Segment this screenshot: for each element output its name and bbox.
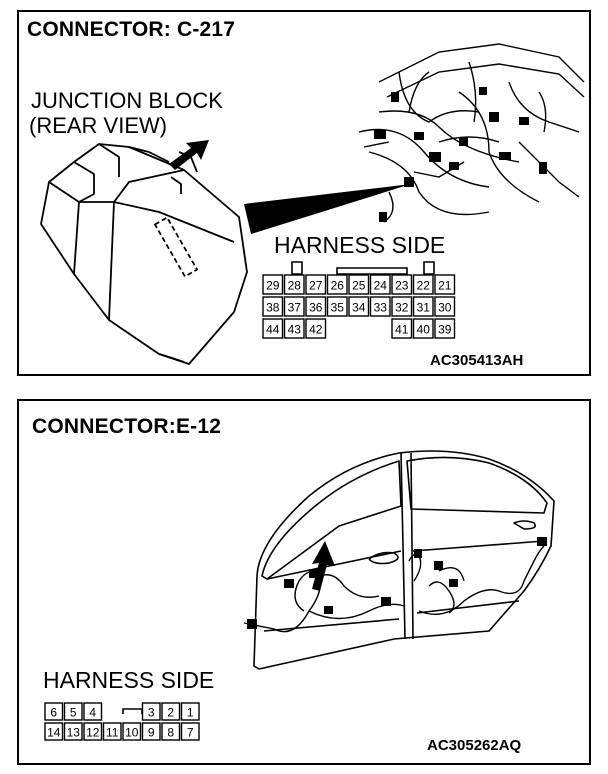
c217-pin-cell-28: [283, 274, 305, 295]
c217-pin-22: 22: [417, 279, 431, 293]
junction-block-drawing: 29 28 27 26 25 24 23 22 21 38 37 36 35 34 33 32 31 30 44 43…: [40, 43, 585, 365]
harness-side-label-e12: HARNESS SIDE: [43, 667, 215, 693]
c217-pin-cell-44: [262, 318, 284, 339]
e12-pin-cell-6: [44, 702, 64, 721]
c217-pin-35: 35: [331, 301, 345, 315]
door-wiring-illustration: [243, 545, 545, 633]
c217-pin-cell-38: [262, 296, 284, 317]
e12-pin-10: 10: [125, 726, 139, 740]
c217-pin-36: 36: [309, 301, 323, 315]
connector-e12-panel: CONNECTOR:E-12 HARNESS SIDE AC305262AQ: [17, 399, 591, 765]
figure-code-e12: AC305262AQ: [427, 737, 522, 754]
c217-pin-cell-41: [391, 318, 413, 339]
e12-pin-4: 4: [89, 706, 96, 720]
c217-pin-26: 26: [331, 279, 345, 293]
connector-c217-face: 29 28 27 26 25 24 23 22 21 38 37 36 35 34 33 32 31 30 44 43…: [262, 261, 456, 339]
vehicle-doors-illustration: [253, 450, 555, 670]
pointer-arrow-icon: [169, 140, 209, 170]
e12-pin-cell-14: [44, 722, 64, 741]
connector-c217-title: CONNECTOR: C-217: [27, 18, 236, 41]
connector-e12-title: CONNECTOR:E-12: [32, 415, 222, 438]
c217-pin-29: 29: [266, 279, 280, 293]
e12-pin-cell-7: [180, 722, 200, 741]
e12-pin-5: 5: [70, 706, 77, 720]
e12-pin-6: 6: [50, 706, 57, 720]
e12-pin-cell-11: [102, 722, 122, 741]
e12-pin-cell-4: [83, 702, 103, 721]
c217-pin-23: 23: [395, 279, 409, 293]
c217-pin-cell-23: [391, 274, 413, 295]
c217-pin-cell-32: [391, 296, 413, 317]
wiring-connectors-illustration: [374, 87, 547, 222]
e12-pin-cell-5: [63, 702, 83, 721]
c217-pin-cell-43: [283, 318, 305, 339]
e12-pin-12: 12: [86, 726, 100, 740]
e12-pin-cell-12: [83, 722, 103, 741]
c217-pin-cell-42: [305, 318, 327, 339]
c217-pin-cell-31: [412, 296, 434, 317]
e12-pin-cell-1: [180, 702, 200, 721]
e12-pin-cell-9: [141, 722, 161, 741]
c217-pin-24: 24: [374, 279, 388, 293]
e12-pin-14: 14: [47, 726, 61, 740]
c217-pin-cell-22: [412, 274, 434, 295]
c217-pin-cell-21: [434, 274, 456, 295]
c217-pin-cell-36: [305, 296, 327, 317]
c217-pin-27: 27: [309, 279, 323, 293]
dashboard-wiring-illustration: [358, 43, 585, 223]
e12-pin-cell-10: [122, 722, 142, 741]
c217-pin-cell-34: [348, 296, 370, 317]
c217-pin-41: 41: [395, 323, 409, 337]
e12-pin-cell-8: [161, 722, 181, 741]
pointer-arrow-icon: [312, 541, 335, 591]
c217-pin-32: 32: [395, 301, 409, 315]
c217-pin-cell-27: [305, 274, 327, 295]
c217-pin-cell-33: [369, 296, 391, 317]
c217-pin-25: 25: [352, 279, 366, 293]
location-pointer-icon: [244, 184, 411, 234]
c217-pin-cell-30: [434, 296, 456, 317]
e12-pin-9: 9: [148, 726, 155, 740]
e12-pin-1: 1: [187, 706, 194, 720]
harness-side-label-c217: HARNESS SIDE: [274, 232, 446, 258]
e12-pin-13: 13: [67, 726, 81, 740]
c217-pin-cell-26: [326, 274, 348, 295]
junction-block-label: JUNCTION BLOCK: [31, 88, 223, 113]
c217-pin-cell-40: [412, 318, 434, 339]
e12-pin-2: 2: [167, 706, 174, 720]
e12-pin-cell-13: [63, 722, 83, 741]
c217-pin-cell-37: [283, 296, 305, 317]
figure-code-c217: AC305413AH: [430, 352, 524, 369]
c217-pin-cell-39: [434, 318, 456, 339]
e12-pin-7: 7: [187, 726, 194, 740]
c217-pin-43: 43: [288, 323, 302, 337]
c217-pin-33: 33: [374, 301, 388, 315]
c217-pin-38: 38: [266, 301, 280, 315]
e12-pin-3: 3: [148, 706, 155, 720]
c217-pin-21: 21: [438, 279, 452, 293]
rear-view-label: (REAR VIEW): [29, 113, 168, 138]
c217-pin-30: 30: [438, 301, 452, 315]
c217-pin-cell-24: [369, 274, 391, 295]
c217-pin-42: 42: [309, 323, 323, 337]
c217-pin-34: 34: [352, 301, 366, 315]
c217-pin-44: 44: [266, 323, 280, 337]
c217-pin-31: 31: [417, 301, 431, 315]
junction-block-illustration: [40, 143, 248, 365]
e12-pin-cell-2: [161, 702, 181, 721]
c217-pin-40: 40: [417, 323, 431, 337]
e12-pin-8: 8: [167, 726, 174, 740]
c217-pin-cell-25: [348, 274, 370, 295]
c217-pin-cell-35: [326, 296, 348, 317]
e12-pin-cell-3: [141, 702, 161, 721]
door-connectors-illustration: [247, 537, 547, 629]
connector-c217-panel: CONNECTOR: C-217 JUNCTION BLOCK (REAR VI…: [17, 10, 591, 376]
c217-pin-39: 39: [438, 323, 452, 337]
e12-pin-11: 11: [106, 726, 119, 740]
c217-pin-37: 37: [288, 301, 302, 315]
c217-pin-cell-29: [262, 274, 284, 295]
c217-pin-28: 28: [288, 279, 302, 293]
